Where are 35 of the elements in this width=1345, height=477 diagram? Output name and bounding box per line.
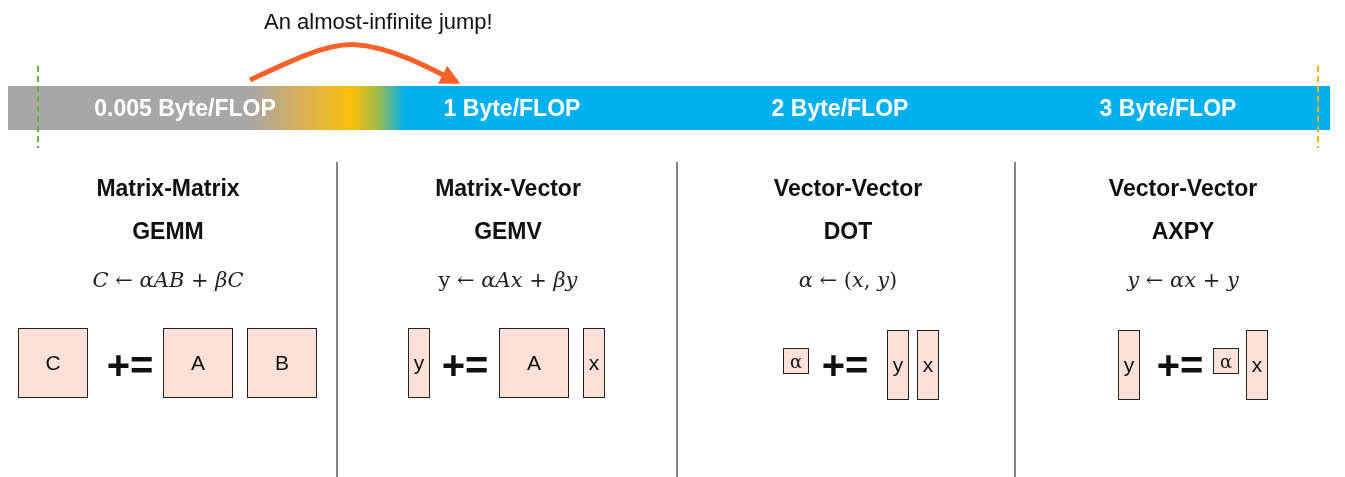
routine-name: GEMV — [474, 217, 542, 245]
gradient-bar — [8, 86, 1330, 130]
plus-equals-sign: += — [441, 342, 489, 388]
plus-equals-sign: += — [106, 342, 154, 388]
routine-name: GEMM — [132, 217, 204, 245]
matrix-box: B — [247, 328, 317, 398]
bar-label: 1 Byte/FLOP — [420, 86, 604, 130]
formula: C ← αAB + βC — [92, 268, 244, 292]
column-heading: Vector-Vector — [773, 174, 923, 202]
plus-equals-sign: += — [821, 342, 869, 388]
edge-label: An almost-infinite jump! — [264, 9, 493, 35]
curved-arrow — [248, 42, 461, 85]
scalar-box: α — [783, 348, 809, 374]
formula: y ← αx + y — [1127, 268, 1239, 292]
column-heading: Matrix-Matrix — [96, 174, 240, 202]
plus-equals-sign: += — [1156, 342, 1204, 388]
formula: α ← (x, y) — [798, 268, 898, 292]
column-heading: Vector-Vector — [1108, 174, 1258, 202]
vector-box: y — [1118, 330, 1140, 400]
vector-box: x — [917, 330, 939, 400]
vector-box: x — [583, 328, 605, 398]
routine-name: DOT — [823, 217, 873, 245]
matrix-box: C — [18, 328, 88, 398]
formula: y ← αAx + βy — [438, 268, 578, 292]
bar-label: 2 Byte/FLOP — [748, 86, 932, 130]
vector-box: x — [1246, 330, 1268, 400]
vector-box: y — [887, 330, 909, 400]
bar-label: 3 Byte/FLOP — [1076, 86, 1260, 130]
routine-name: AXPY — [1151, 217, 1215, 245]
column-heading: Matrix-Vector — [435, 174, 581, 202]
bar-label: 0.005 Byte/FLOP — [60, 86, 310, 130]
scalar-box: α — [1213, 348, 1239, 374]
matrix-box: A — [163, 328, 233, 398]
matrix-box: A — [499, 328, 569, 398]
vector-box: y — [408, 328, 430, 398]
